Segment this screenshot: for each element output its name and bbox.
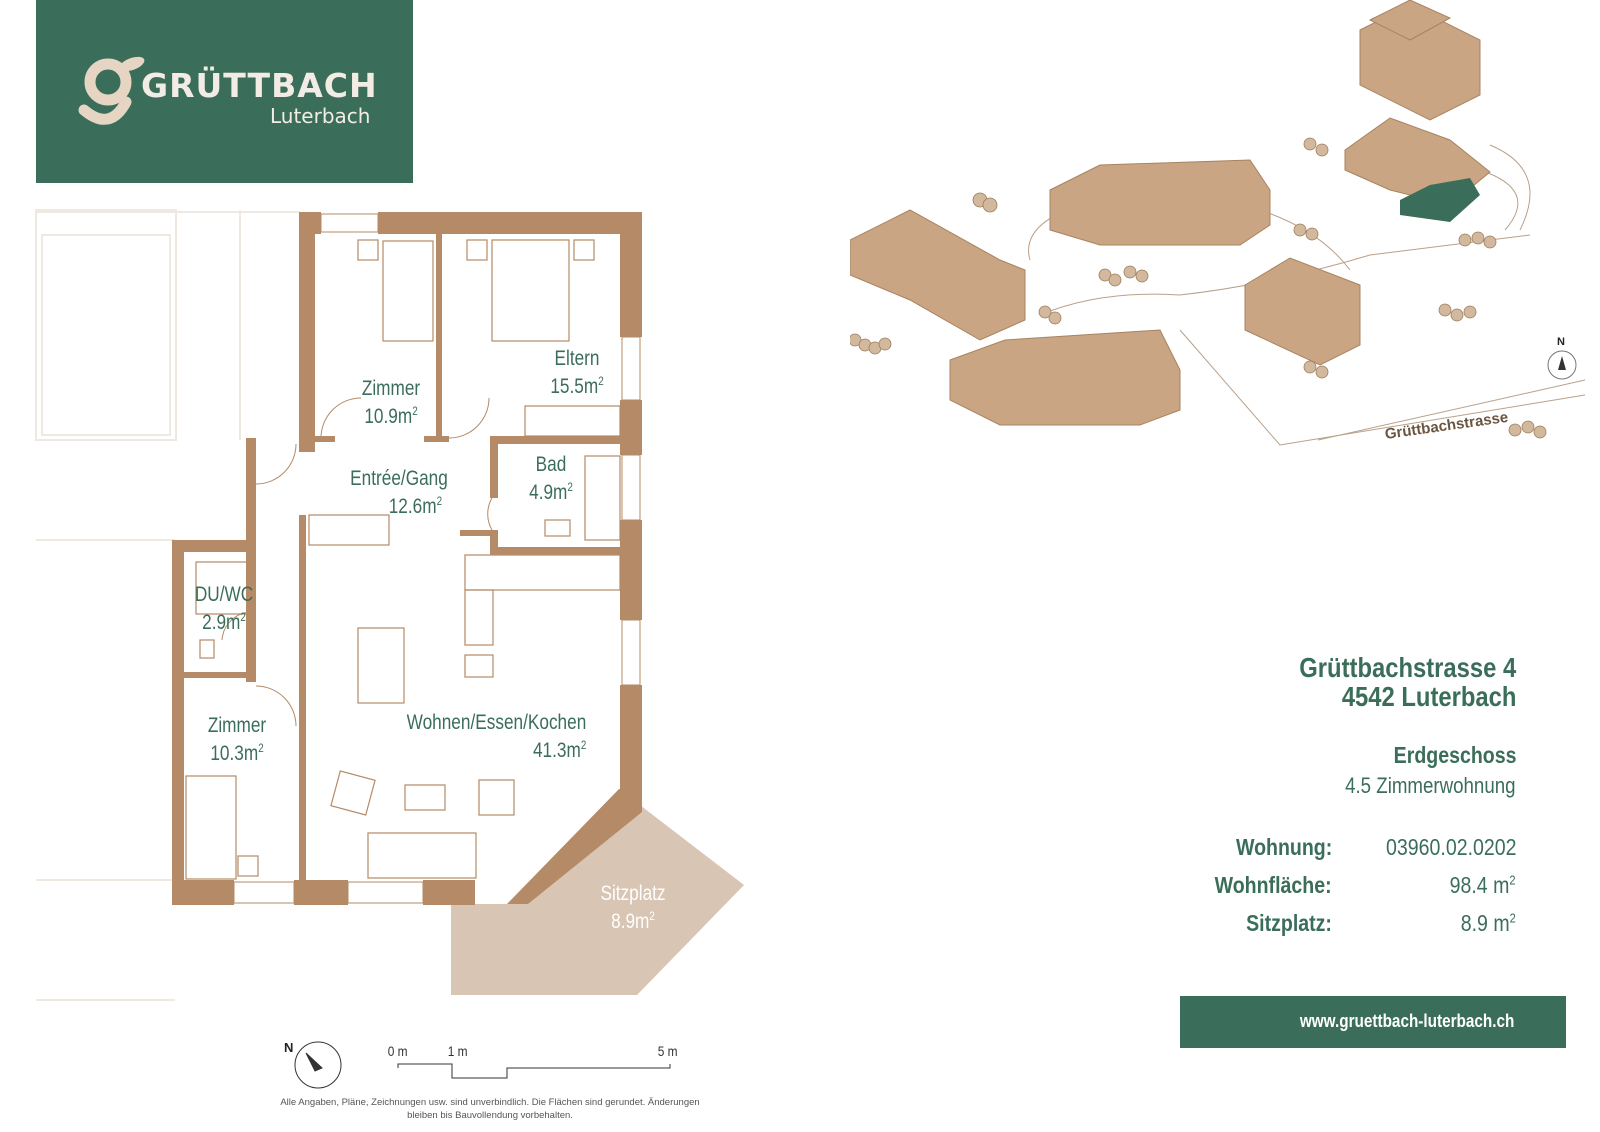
detail-value-wohnflaeche: 98.4 m2 <box>1450 872 1516 899</box>
room-name: DU/WC <box>194 583 254 606</box>
room-area: 4.9m2 <box>524 476 578 504</box>
area-value: 2.9m <box>202 611 241 634</box>
floor-plan <box>35 209 744 1089</box>
area-value: 41.3m <box>532 739 581 762</box>
area-unit-sup: 2 <box>580 738 587 752</box>
room-area: 10.3m2 <box>204 737 270 765</box>
address-line2: 4542 Luterbach <box>1341 681 1516 712</box>
website-link[interactable]: www.gruettbach-luterbach.ch <box>1299 1011 1514 1031</box>
area-value: 10.9m <box>364 405 413 428</box>
area-unit-sup: 2 <box>567 480 573 494</box>
doors <box>221 397 493 727</box>
room-zimmer-2: Zimmer 10.3m2 <box>204 715 270 765</box>
scale-bar <box>294 1041 671 1089</box>
brand-location: Luterbach <box>270 104 371 128</box>
brand-name: GRÜTTBACH <box>141 66 378 105</box>
room-entree: Entrée/Gang 12.6m2 <box>346 468 453 518</box>
scale-label-5: 5 m <box>657 1043 678 1059</box>
detail-label-sitzplatz: Sitzplatz: <box>1246 910 1332 936</box>
room-area: 12.6m2 <box>346 490 453 518</box>
windows <box>233 213 641 904</box>
neighbour-plan <box>35 209 300 1001</box>
detail-value-sitzplatz: 8.9 m2 <box>1461 910 1516 937</box>
room-name: Zimmer <box>361 377 421 400</box>
detail-label-wohnflaeche: Wohnfläche: <box>1215 872 1332 898</box>
room-area: 8.9m2 <box>596 905 670 933</box>
scale-label-0: 0 m <box>387 1043 408 1059</box>
room-name: Bad <box>535 453 567 476</box>
scale-label-1: 1 m <box>447 1043 468 1059</box>
room-wohnen: Wohnen/Essen/Kochen 41.3m2 <box>398 712 587 762</box>
room-area: 10.9m2 <box>358 400 424 428</box>
room-area: 41.3m2 <box>398 734 587 762</box>
detail-value-wohnung: 03960.02.0202 <box>1386 834 1516 861</box>
north-label: N <box>284 1040 294 1055</box>
area-unit-sup: 2 <box>649 909 655 923</box>
trees <box>850 137 1547 439</box>
area-unit-sup: 2 <box>240 610 246 624</box>
address-line1: Grüttbachstrasse 4 <box>1299 652 1516 683</box>
site-north-icon <box>1547 350 1577 380</box>
room-name: Wohnen/Essen/Kochen <box>406 711 587 734</box>
highlighted-building <box>1400 178 1480 222</box>
area-value: 12.6m <box>388 495 437 518</box>
walls <box>172 212 642 905</box>
room-bad: Bad 4.9m2 <box>524 454 578 504</box>
area-unit-sup: 2 <box>436 494 443 508</box>
area-value: 4.9m <box>529 481 568 504</box>
room-area: 15.5m2 <box>544 370 610 398</box>
disclaimer: Alle Angaben, Pläne, Zeichnungen usw. si… <box>280 1097 700 1121</box>
site-north-label: N <box>1557 336 1565 348</box>
area-value: 15.5m <box>550 375 599 398</box>
room-name: Zimmer <box>207 714 267 737</box>
room-name: Eltern <box>554 347 600 370</box>
value-text: 03960.02.0202 <box>1385 834 1516 860</box>
area-value: 8.9m <box>611 910 650 933</box>
furniture <box>185 239 621 880</box>
area-unit-sup: 2 <box>598 374 604 388</box>
room-area: 2.9m2 <box>194 606 253 634</box>
room-zimmer-1: Zimmer 10.9m2 <box>358 378 424 428</box>
area-unit-sup: 2 <box>412 404 418 418</box>
area-unit-sup: 2 <box>258 741 264 755</box>
website-banner: www.gruettbach-luterbach.ch <box>1180 996 1566 1048</box>
detail-label-wohnung: Wohnung: <box>1235 834 1332 860</box>
apartment-type: 4.5 Zimmerwohnung <box>1345 773 1516 798</box>
room-name: Entrée/Gang <box>350 467 448 490</box>
logo-g-icon <box>78 56 145 125</box>
unit-sup: 2 <box>1509 910 1516 926</box>
site-plan <box>850 0 1586 446</box>
logo-banner: GRÜTTBACH Luterbach <box>36 0 413 183</box>
buildings <box>850 0 1491 426</box>
room-duwc: DU/WC 2.9m2 <box>194 584 253 634</box>
room-eltern: Eltern 15.5m2 <box>544 348 610 398</box>
room-sitzplatz: Sitzplatz 8.9m2 <box>596 883 670 933</box>
unit-sup: 2 <box>1509 872 1516 888</box>
floor-label: Erdgeschoss <box>1393 742 1516 768</box>
room-name: Sitzplatz <box>600 882 666 905</box>
value-text: 8.9 m <box>1460 910 1510 936</box>
terrace-area <box>451 789 744 995</box>
value-text: 98.4 m <box>1450 872 1510 898</box>
area-value: 10.3m <box>210 742 259 765</box>
